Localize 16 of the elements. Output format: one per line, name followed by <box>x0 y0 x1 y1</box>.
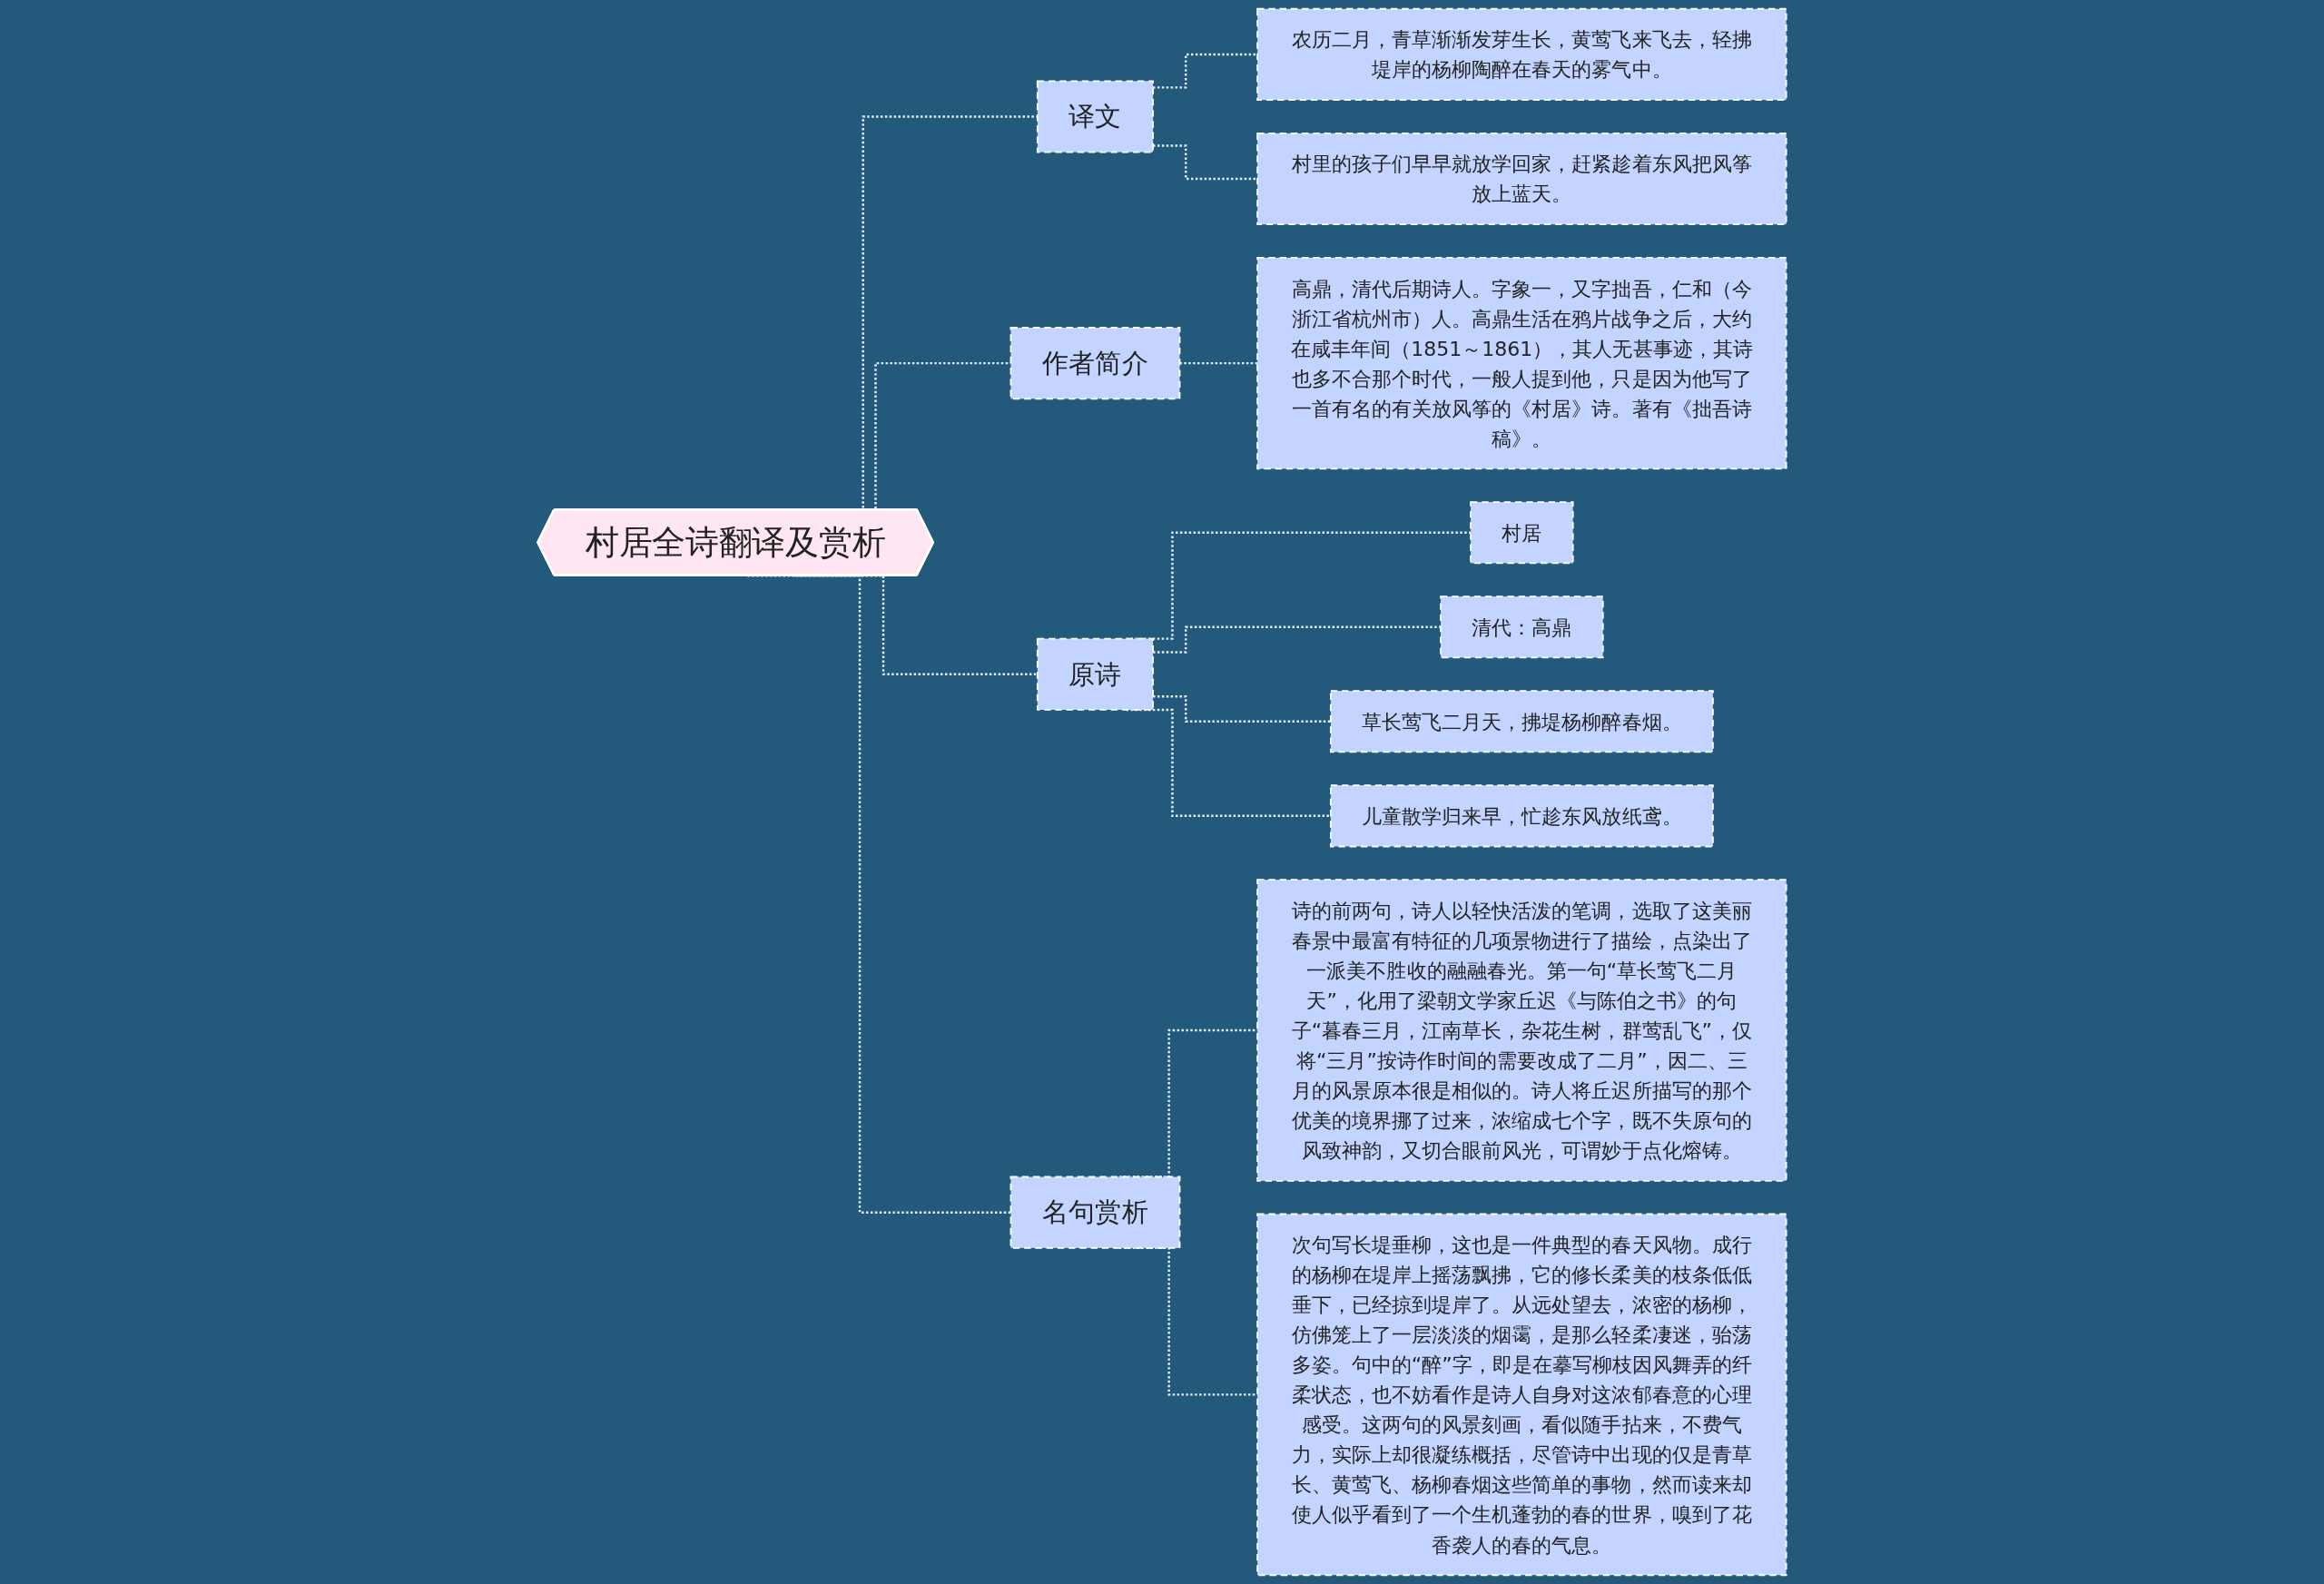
node-box: 名句赏析 <box>1009 1176 1181 1249</box>
node-box: 草长莺飞二月天，拂堤杨柳醉春烟。 <box>1330 690 1714 753</box>
node-box: 村居 <box>1470 501 1574 565</box>
node-box: 高鼎，清代后期诗人。字象一，又字拙吾，仁和（今浙江省杭州市）人。高鼎生活在鸦片战争之后，大约在咸丰年间（1851～1861），其人无甚事迹，其诗也多不合那个时代，一般人提到他，只是因为他写了一首有名的有关放风筝的《村居》诗。著有《拙吾诗稿》。 <box>1256 256 1787 470</box>
connector <box>1153 694 1331 723</box>
node-box: 诗的前两句，诗人以轻快活泼的笔调，选取了这美丽春景中最富有特征的几项景物进行了描绘，点染出了一派美不胜收的融融春光。第一句“草长莺飞二月天”，化用了梁朝文学家丘迟《与陈伯之书》的句子“暮春三月，江南草长，杂花生树，群莺乱飞”，仅将“三月”按诗作时间的需要改成了二月”，因二、三月的风景原本很是相似的。诗人将丘迟所描写的那个优美的境界挪了过来，浓缩成七个字，既不失原句的风致神韵，又切合眼前风光，可谓妙于点化熔铸。 <box>1256 879 1787 1182</box>
connector <box>1153 53 1258 89</box>
node-box: 原诗 <box>1036 637 1155 711</box>
node-box: 译文 <box>1036 80 1155 153</box>
node-box: 作者简介 <box>1009 327 1181 400</box>
node-box: 次句写长堤垂柳，这也是一件典型的春天风物。成行的杨柳在堤岸上摇荡飘拂，它的修长柔美的枝条低低垂下，已经掠到堤岸了。从远处望去，浓密的杨柳，仿佛笼上了一层淡淡的烟霭，是那么轻柔凄迷，骀荡多姿。句中的“醉”字，即是在摹写柳枝因风舞弄的纤柔状态，也不妨看作是诗人自身对这浓郁春意的心理感受。这两句的风景刻画，看似随手拈来，不费气力，实际上却很凝练概括，尽管诗中出现的仅是青草长、黄莺飞、杨柳春烟这些简单的事物，然而读来却使人似乎看到了一个生机蓬勃的春的世界，嗅到了花香袭人的春的气息。 <box>1256 1213 1787 1577</box>
node-box: 农历二月，青草渐渐发芽生长，黄莺飞来飞去，轻拂堤岸的杨柳陶醉在春天的雾气中。 <box>1256 7 1787 102</box>
node-box: 儿童散学归来早，忙趁东风放纸鸢。 <box>1330 784 1714 848</box>
connector <box>1153 144 1258 181</box>
node-box: 村里的孩子们早早就放学回家，赶紧趁着东风把风筝放上蓝天。 <box>1256 132 1787 226</box>
node-box: 清代：高鼎 <box>1440 595 1604 659</box>
